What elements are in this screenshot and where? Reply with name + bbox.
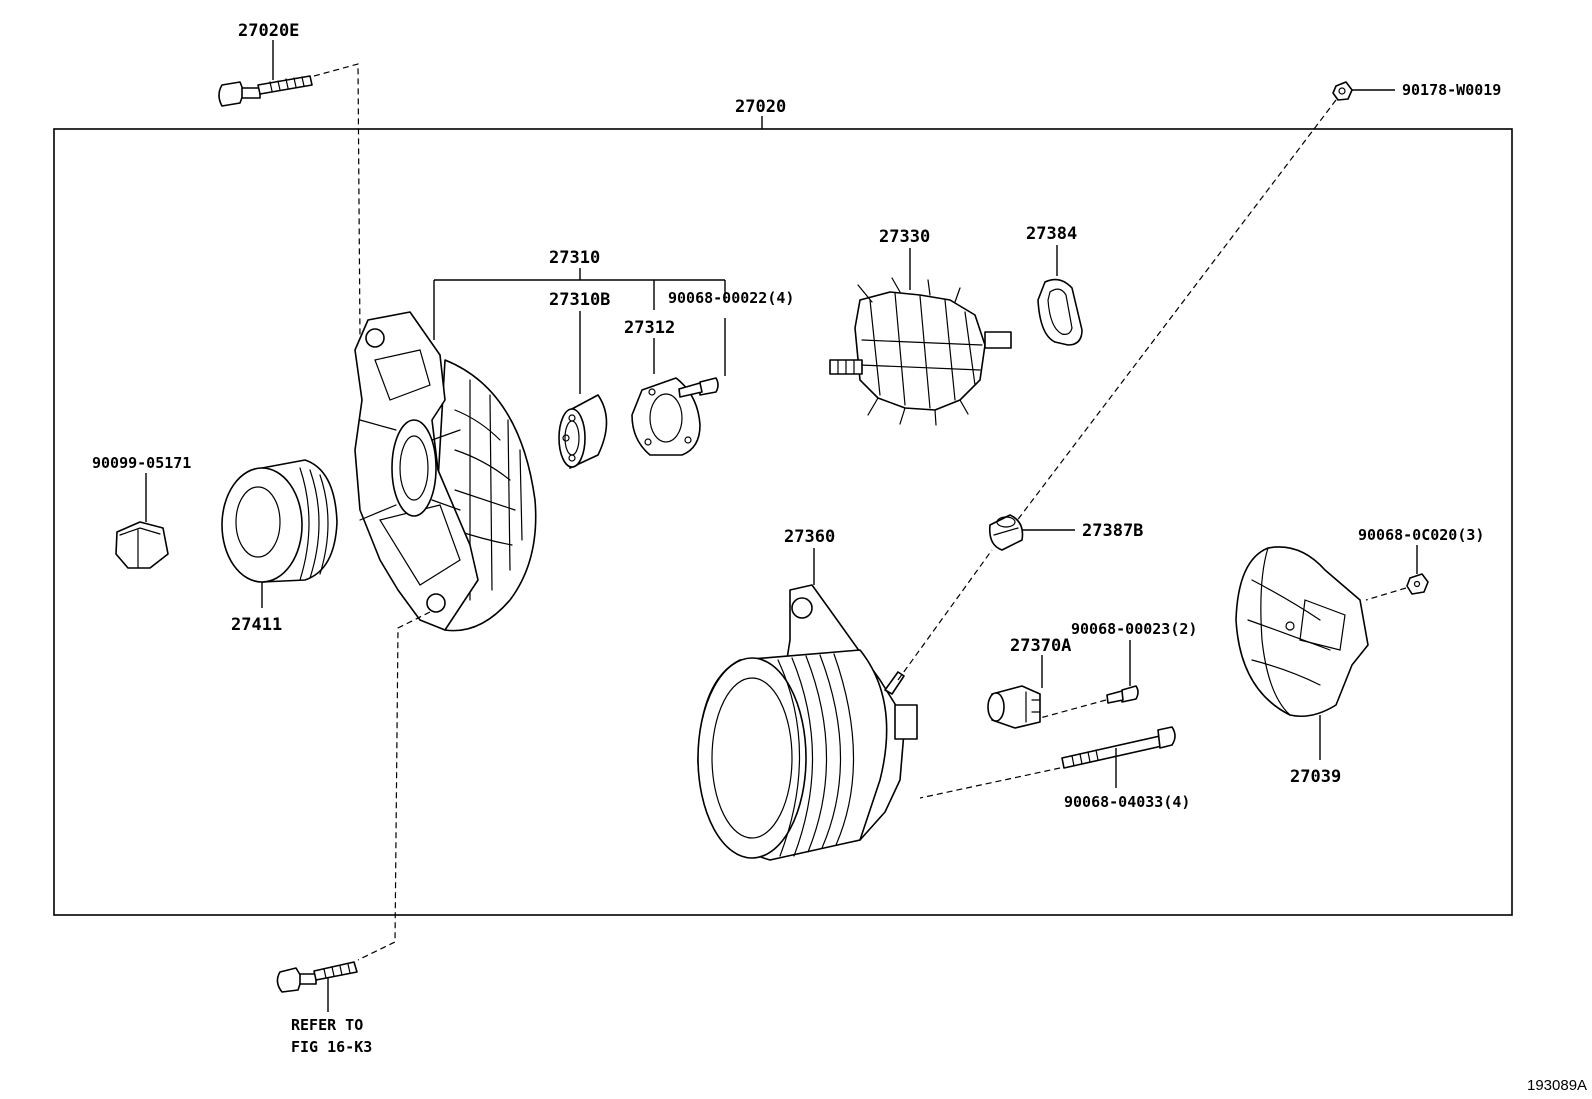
cover-nut [1406,573,1429,595]
rear-cover [1235,546,1369,718]
label-bolt-top: 27020E [238,21,299,41]
pulley [221,459,338,583]
label-drive-end-frame: 27310 [549,248,600,268]
pulley-nut [115,521,169,569]
retainer-screw [678,377,719,398]
label-bearing: 27310B [549,290,610,310]
label-stator-frame: 27360 [784,527,835,547]
label-retainer-screw: 90068-00022(4) [668,289,794,307]
terminal-insulator [988,514,1024,551]
drive-end-frame [354,311,537,632]
label-terminal-insulator: 27387B [1082,521,1143,541]
bolt-bottom [276,961,358,993]
rotor [829,277,1012,426]
label-refer-line2: FIG 16-K3 [291,1038,372,1056]
bearing-cover [1037,278,1083,346]
bearing-retainer [631,377,701,456]
bolt-top [218,75,313,107]
nut-top-right [1332,81,1353,101]
label-refer-line1: REFER TO [291,1016,363,1034]
label-brush-holder: 27370A [1010,636,1071,656]
label-rear-cover: 27039 [1290,767,1341,787]
label-bearing-cover: 27384 [1026,224,1077,244]
bearing [558,394,608,469]
label-pulley: 27411 [231,615,282,635]
label-through-bolt: 90068-04033(4) [1064,793,1190,811]
label-nut-top-right: 90178-W0019 [1402,81,1501,99]
brush-holder [987,685,1041,729]
label-assembly: 27020 [735,97,786,117]
label-rotor: 27330 [879,227,930,247]
label-brush-screw: 90068-00023(2) [1071,620,1197,638]
assembly-frame [53,128,1513,916]
brush-screw [1106,685,1139,704]
label-pulley-nut: 90099-05171 [92,454,191,472]
stator-frame [697,584,918,861]
through-bolt [1061,726,1176,769]
label-bearing-retainer: 27312 [624,318,675,338]
figure-id: 193089A [1527,1077,1587,1094]
label-cover-nut: 90068-0C020(3) [1358,526,1484,544]
